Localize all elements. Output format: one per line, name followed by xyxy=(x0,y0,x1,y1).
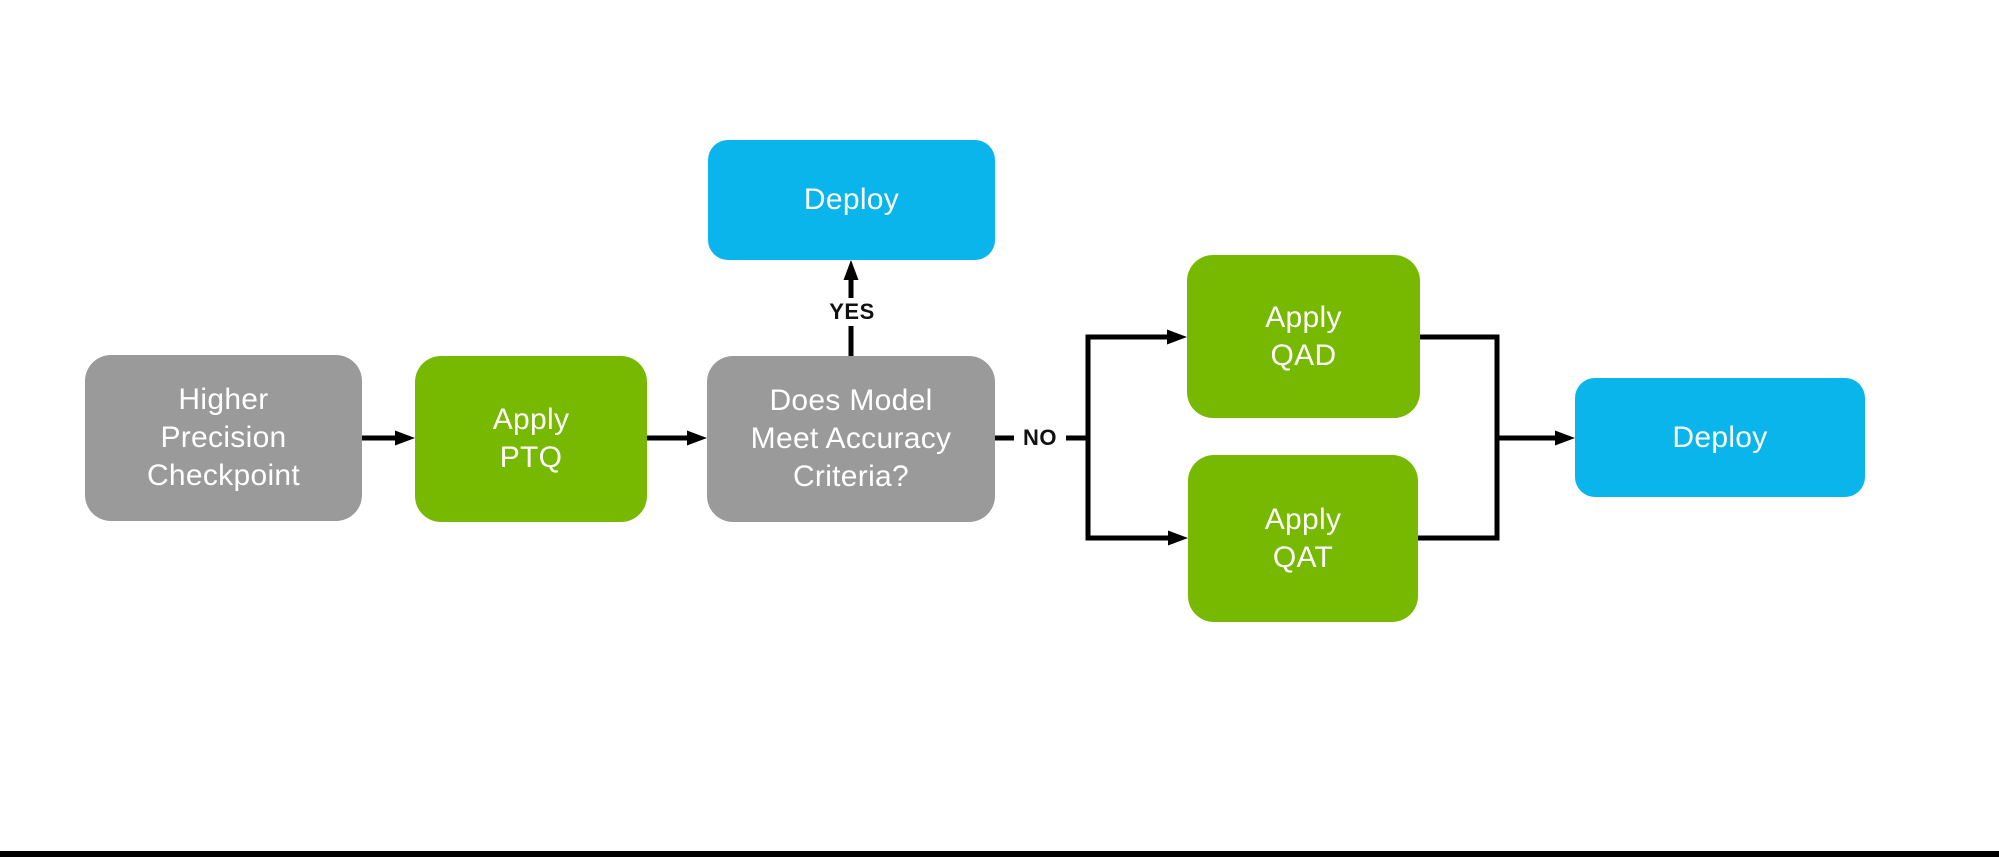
node-label: Higher Precision Checkpoint xyxy=(146,383,301,492)
bottom-border-bar xyxy=(0,851,1999,857)
node-higher-precision-checkpoint: Higher Precision Checkpoint xyxy=(85,355,362,521)
node-accuracy-criteria: Does Model Meet Accuracy Criteria? xyxy=(707,356,995,522)
node-apply-qat: Apply QAT xyxy=(1188,455,1418,622)
node-deploy-final: Deploy xyxy=(1575,378,1865,497)
node-label: Deploy xyxy=(803,183,900,216)
node-label: Deploy xyxy=(1672,420,1768,454)
node-apply-qad: Apply QAD xyxy=(1187,255,1420,418)
node-label: Does Model Meet Accuracy Criteria? xyxy=(750,384,952,493)
node-label: Apply QAT xyxy=(1264,502,1342,574)
node-deploy-top: Deploy xyxy=(708,140,995,260)
node-label: Apply QAD xyxy=(1265,300,1342,372)
node-label: Apply PTQ xyxy=(492,403,570,474)
edge-label-no: NO xyxy=(1014,424,1066,452)
node-apply-ptq: Apply PTQ xyxy=(415,356,647,522)
edge-label-yes: YES xyxy=(810,298,894,326)
